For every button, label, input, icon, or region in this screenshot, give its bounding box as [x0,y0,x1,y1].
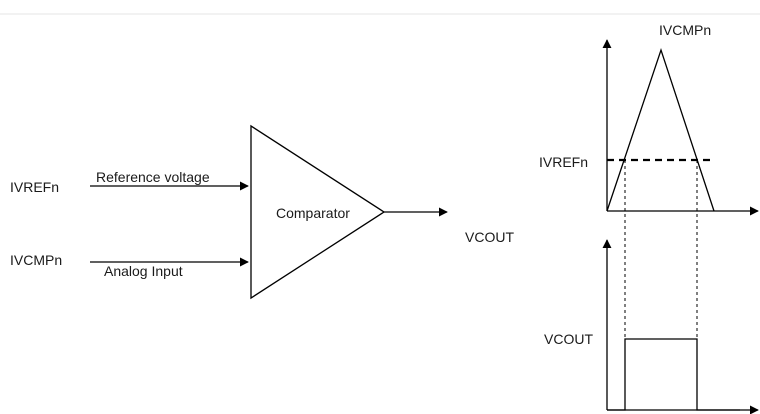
analog-input-label: Analog Input [104,263,183,279]
ivrefn-graph-label: IVREFn [539,154,588,170]
comparator-triangle [250,124,386,300]
comparator-label: Comparator [276,205,350,221]
vcout-output-label: VCOUT [465,229,514,245]
ivcmpn-triangle-waveform [606,47,715,212]
vcout-pulse-waveform [607,338,740,411]
ivcmpn-input-label: IVCMPn [10,252,62,268]
reference-voltage-label: Reference voltage [96,169,210,185]
vcout-graph-label: VCOUT [544,331,593,347]
ivcmpn-graph-label: IVCMPn [659,22,711,38]
ivrefn-input-label: IVREFn [10,179,59,195]
